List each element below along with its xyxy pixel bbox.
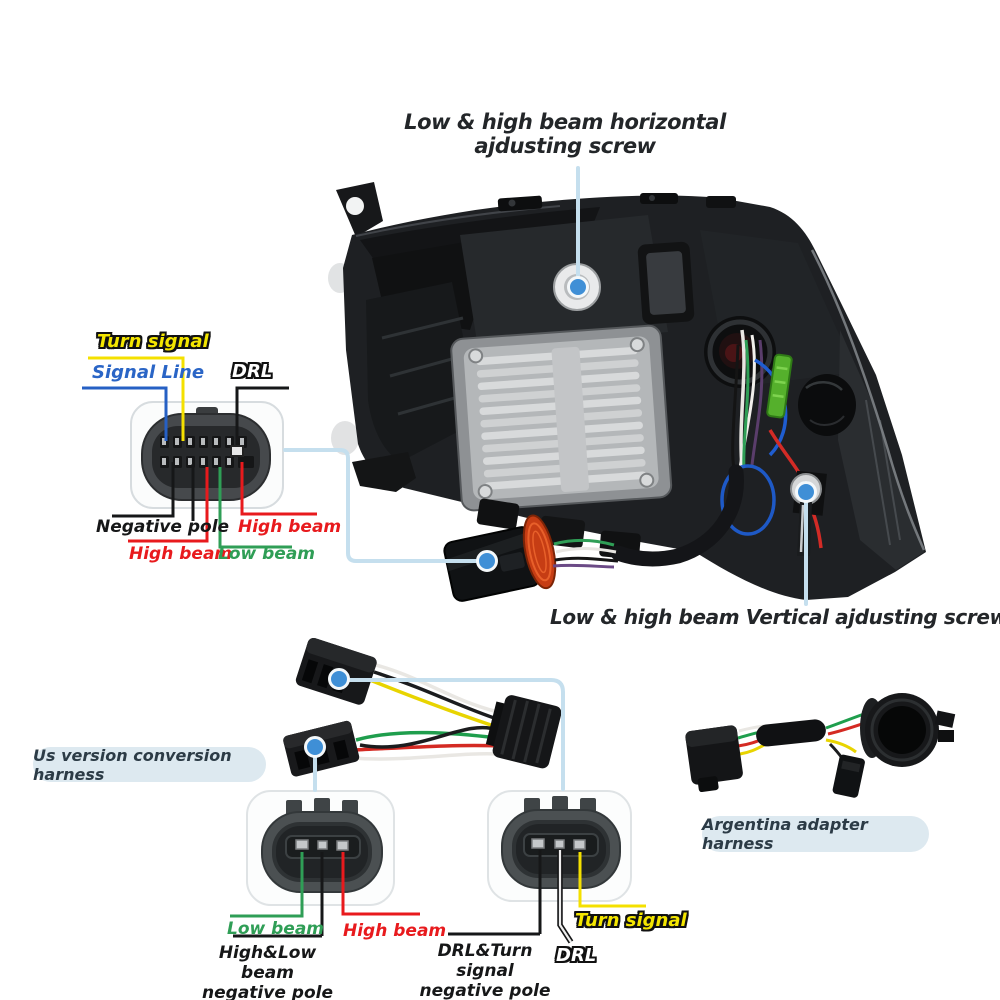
br-negative-label: DRL&Turn signal negative pole [415, 941, 555, 1000]
negative-pole-label: Negative pole [96, 517, 230, 537]
bl-negative-line2: negative pole [202, 983, 333, 1000]
callout-lines [283, 166, 808, 792]
vertical-screw-title: Low & high beam Vertical ajdusting screw [550, 605, 1000, 629]
bl-negative-label: High&Low beam negative pole [190, 943, 345, 1000]
led-driver-heatsink [450, 324, 673, 512]
bl-high-beam-label: High beam [343, 921, 447, 941]
main-connector-photo [82, 356, 317, 549]
us-conversion-harness-photo [283, 638, 562, 777]
drl-label: DRL [232, 361, 273, 382]
headlight-photo [328, 182, 926, 602]
low-high-connector-photo [230, 790, 420, 938]
horizontal-screw-title: Low & high beam horizontal ajdusting scr… [380, 110, 750, 158]
high-beam-lower-label: High beam [129, 544, 233, 564]
horizontal-screw-title-line1: Low & high beam horizontal [404, 110, 726, 134]
fuse-holder [766, 353, 793, 419]
br-turn-signal-label: Turn signal [575, 910, 687, 931]
br-negative-line1: DRL&Turn signal [437, 941, 533, 982]
argentina-harness-pill: Argentina adapter harness [702, 815, 929, 853]
us-harness-pill: Us version conversion harness [33, 746, 266, 784]
turn-signal-label: Turn signal [97, 331, 209, 352]
bl-low-beam-label: Low beam [227, 919, 325, 939]
drl-turn-connector-photo [448, 790, 646, 944]
signal-line-label: Signal Line [92, 362, 205, 383]
low-beam-label: Low beam [218, 544, 316, 564]
marker-dots [304, 276, 817, 758]
br-drl-label: DRL [556, 945, 597, 966]
horizontal-screw-title-line2: ajdusting screw [474, 134, 656, 158]
argentina-adapter-harness-photo [685, 693, 956, 798]
bl-negative-line1: High&Low beam [218, 943, 317, 984]
high-beam-upper-label: High beam [238, 517, 342, 537]
br-negative-line2: negative pole [419, 981, 551, 1000]
